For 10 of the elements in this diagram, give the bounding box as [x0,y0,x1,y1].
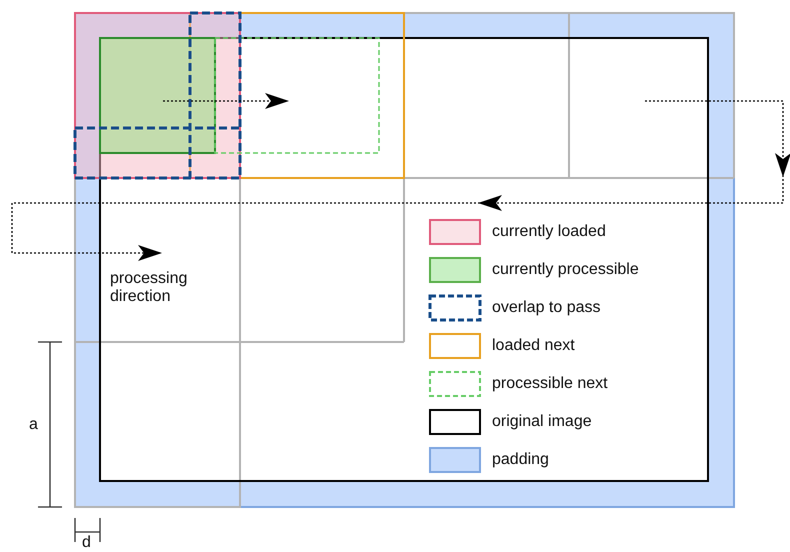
legend-label: padding [492,451,549,469]
legend-label: processible next [492,375,608,393]
legend-label: currently processible [492,261,639,279]
legend-label: overlap to pass [492,299,601,317]
dimension-label: a [29,416,38,434]
direction-label: processing direction [110,270,188,306]
legend-label: original image [492,413,592,431]
dimension-label: d [82,534,91,552]
legend-label: currently loaded [492,223,606,241]
legend-label: loaded next [492,337,575,355]
